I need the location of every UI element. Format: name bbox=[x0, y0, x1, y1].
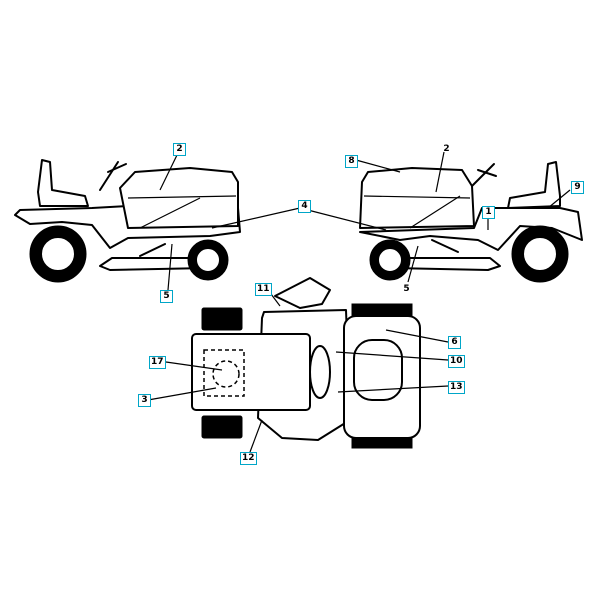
callout-6: 6 bbox=[448, 336, 461, 349]
callout-8: 8 bbox=[345, 155, 358, 168]
callout-5-left: 5 bbox=[160, 290, 173, 303]
callout-13: 13 bbox=[448, 381, 465, 394]
callout-9: 9 bbox=[571, 181, 584, 194]
callout-4: 4 bbox=[298, 200, 311, 213]
callout-11: 11 bbox=[255, 283, 272, 296]
callout-2-left: 2 bbox=[173, 143, 186, 156]
callout-17: 17 bbox=[149, 356, 166, 369]
top-view-mower bbox=[191, 277, 421, 449]
callout-10: 10 bbox=[448, 355, 465, 368]
callout-1: 1 bbox=[482, 206, 495, 219]
callout-5-right: 5 bbox=[403, 284, 410, 294]
callout-3: 3 bbox=[138, 394, 151, 407]
callout-12: 12 bbox=[240, 452, 257, 465]
left-side-view-mower bbox=[14, 159, 241, 283]
callout-2-right: 2 bbox=[443, 144, 450, 154]
right-side-view-mower bbox=[359, 161, 583, 283]
leader-lines bbox=[147, 151, 571, 453]
